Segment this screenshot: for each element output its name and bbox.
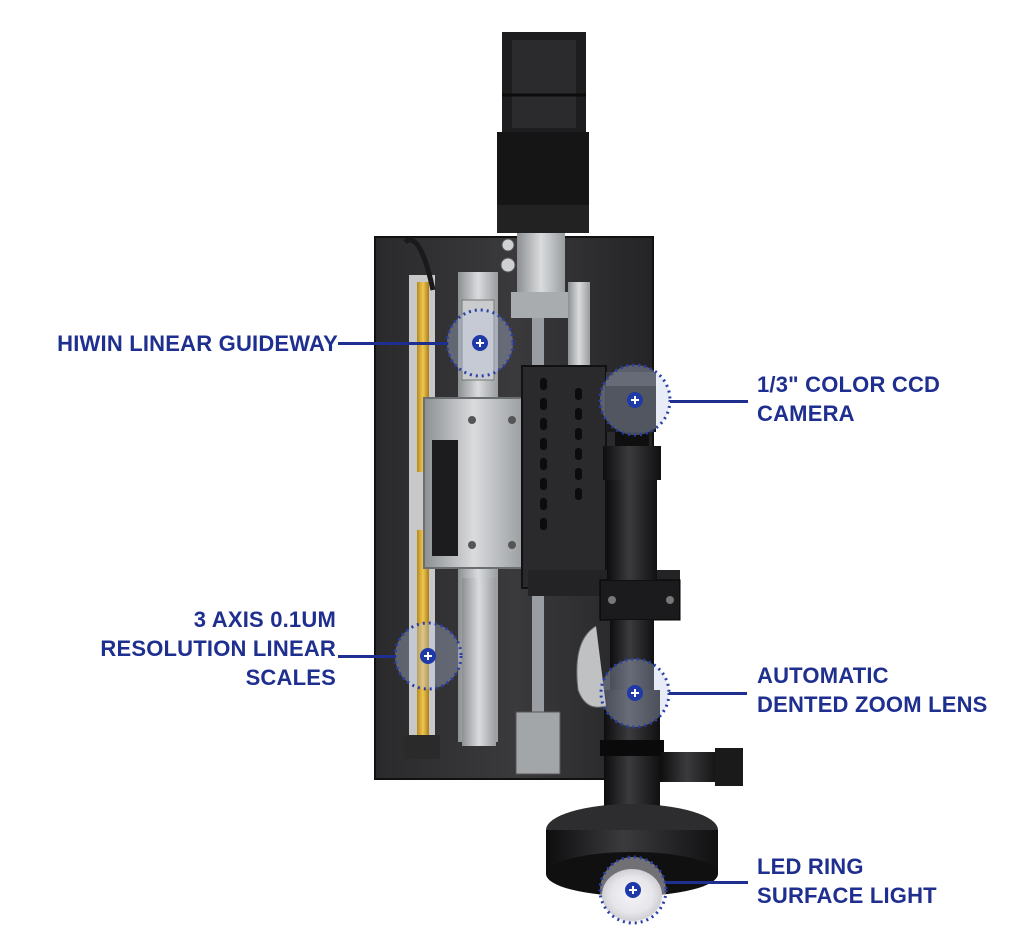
callout-ring-line-1: LED RING: [757, 854, 864, 879]
lower-rail: [462, 578, 496, 746]
callout-camera-line-1: 1/3" COLOR CCD: [757, 372, 941, 397]
marker-zoom[interactable]: [599, 657, 671, 729]
z-carriage: [423, 397, 525, 569]
marker-camera[interactable]: [598, 363, 672, 437]
leader-camera: [670, 400, 748, 403]
callout-guideway-line-1: HIWIN LINEAR GUIDEWAY: [57, 331, 338, 356]
perforated-bracket: [521, 365, 607, 589]
callout-zoom: AUTOMATIC DENTED ZOOM LENS: [757, 661, 988, 719]
shaft-coupling: [500, 233, 573, 318]
marker-ring[interactable]: [598, 855, 668, 925]
callout-scales-line-1: 3 AXIS 0.1UM: [193, 607, 336, 632]
led-ring-light: [546, 804, 718, 921]
ccd-camera: [606, 372, 656, 446]
zoom-lens: [576, 446, 743, 810]
callout-ring-line-2: SURFACE LIGHT: [757, 883, 937, 908]
leader-scales: [338, 655, 396, 658]
plus-icon: [631, 396, 639, 404]
leader-zoom: [669, 692, 747, 695]
marker-scales[interactable]: [393, 621, 463, 691]
callout-camera-line-2: CAMERA: [757, 401, 855, 426]
callout-ring: LED RING SURFACE LIGHT: [757, 852, 937, 910]
stepper-motor: [497, 32, 589, 233]
callout-zoom-line-2: DENTED ZOOM LENS: [757, 692, 988, 717]
plus-icon: [476, 339, 484, 347]
callout-zoom-line-1: AUTOMATIC: [757, 663, 889, 688]
leader-guideway: [338, 342, 448, 345]
callout-scales-line-3: SCALES: [245, 665, 336, 690]
plus-icon: [424, 652, 432, 660]
leader-ring: [666, 881, 748, 884]
callout-camera: 1/3" COLOR CCD CAMERA: [757, 370, 940, 428]
marker-guideway[interactable]: [445, 308, 515, 378]
linear-scale: [403, 237, 440, 759]
callout-scales-line-2: RESOLUTION LINEAR: [100, 636, 336, 661]
plus-icon: [629, 886, 637, 894]
callout-guideway: HIWIN LINEAR GUIDEWAY: [57, 329, 338, 358]
plus-icon: [631, 689, 639, 697]
nut-block: [515, 711, 561, 775]
callout-scales: 3 AXIS 0.1UM RESOLUTION LINEAR SCALES: [100, 605, 336, 692]
